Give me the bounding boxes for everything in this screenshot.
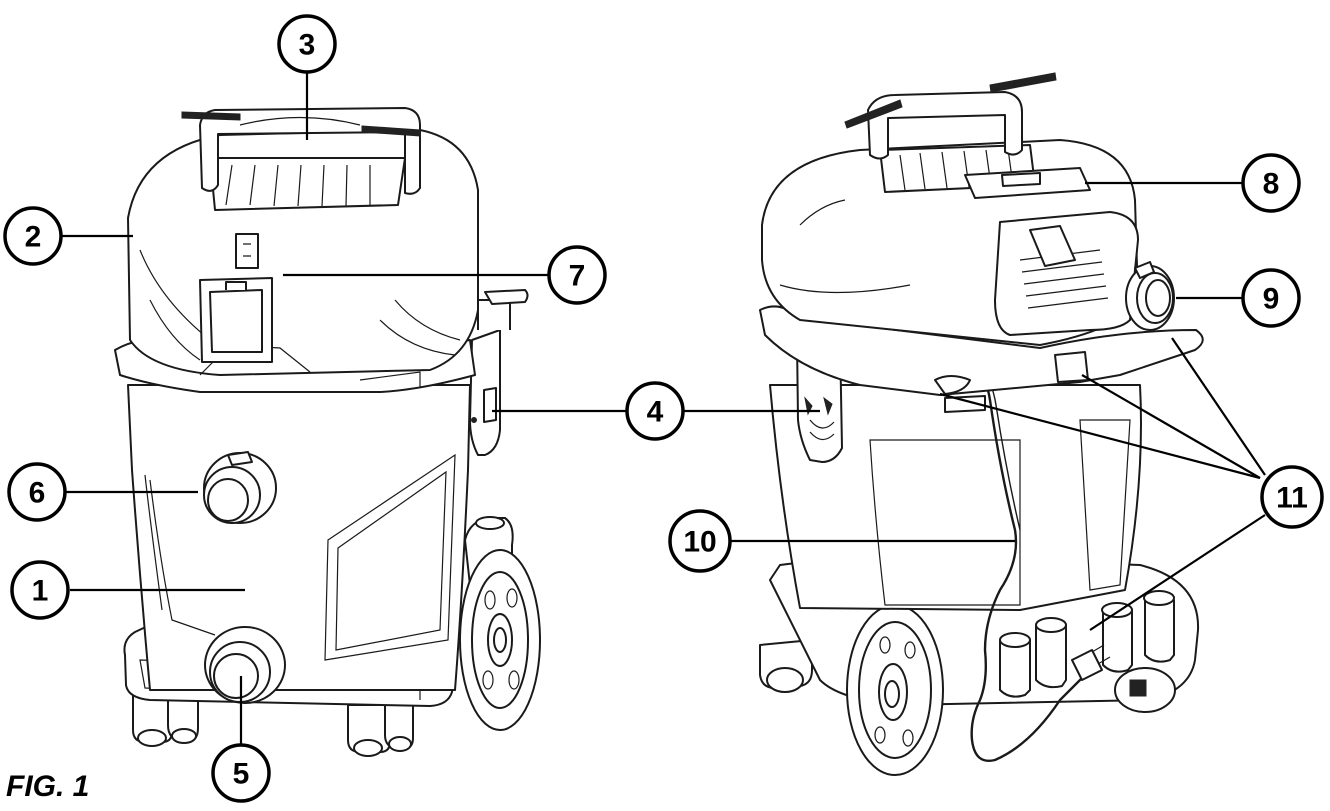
callout-2: 2 [3, 206, 63, 266]
rear-power-cord [970, 359, 1091, 762]
front-view-vacuum-illustration [114, 107, 541, 757]
front-inlet-port [203, 451, 277, 524]
rear-main-wheel [846, 604, 944, 776]
callout-1: 1 [10, 560, 70, 620]
front-casters [132, 689, 414, 757]
rear-plug [1071, 644, 1111, 681]
callout-7-label: 7 [569, 260, 586, 293]
callout-10: 10 [668, 509, 732, 573]
front-top-grille [209, 157, 406, 211]
front-drain-plug [204, 626, 286, 704]
callout-6: 6 [7, 462, 67, 522]
rear-carry-handle [844, 72, 1057, 160]
leader-11b [1081, 374, 1261, 479]
callout-6-label: 6 [29, 477, 46, 510]
leader-lines [60, 72, 1266, 745]
callout-7: 7 [547, 245, 607, 305]
figure-caption: FIG. 1 [6, 770, 90, 803]
callout-4: 4 [625, 381, 685, 441]
leader-11d [1089, 514, 1266, 631]
callout-11: 11 [1260, 465, 1324, 529]
front-power-switch [235, 233, 259, 269]
callout-9: 9 [1241, 268, 1301, 328]
callout-3-label: 3 [299, 29, 316, 62]
rear-filter-cover [964, 167, 1139, 336]
leader-11a [939, 392, 1261, 480]
callout-4-label: 4 [647, 396, 664, 429]
callout-11-label: 11 [1276, 482, 1308, 515]
front-carry-handle [181, 107, 421, 195]
rear-exhaust-port [1125, 261, 1175, 331]
rear-tool-holders [999, 590, 1175, 698]
front-side-latch [469, 299, 511, 456]
rear-tank [769, 384, 1142, 611]
callout-10-label: 10 [683, 526, 716, 559]
callout-5-label: 5 [233, 758, 250, 791]
front-cord-hook [484, 289, 529, 305]
front-power-outlet [199, 277, 273, 363]
callout-9-label: 9 [1263, 283, 1280, 316]
front-rear-wheel [459, 516, 541, 731]
rear-view-vacuum-illustration [759, 72, 1204, 776]
front-tank [127, 384, 471, 691]
leader-11c [1171, 337, 1266, 476]
callout-8: 8 [1241, 153, 1301, 213]
callout-2-label: 2 [25, 221, 42, 254]
callout-5: 5 [211, 743, 271, 803]
callout-8-label: 8 [1263, 168, 1280, 201]
callout-3: 3 [277, 14, 337, 74]
callout-1-label: 1 [32, 575, 49, 608]
